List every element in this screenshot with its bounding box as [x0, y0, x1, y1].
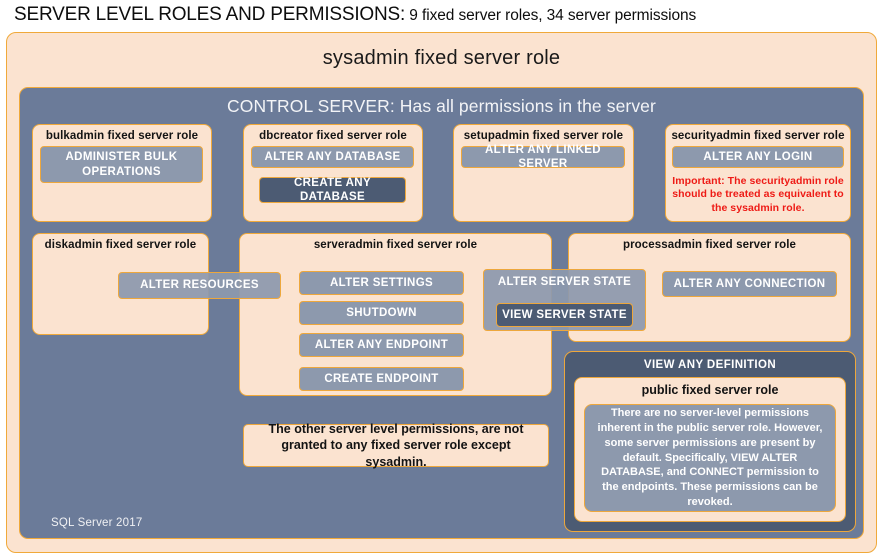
chip-create-endpoint[interactable]: CREATE ENDPOINT [299, 367, 464, 391]
processadmin-role-title: processadmin fixed server role [622, 239, 797, 251]
securityadmin-role-box: securityadmin fixed server role [665, 124, 851, 222]
dbcreator-role-box: dbcreator fixed server role [243, 124, 423, 222]
public-role-description: There are no server-level permissions in… [584, 404, 836, 512]
page-title: SERVER LEVEL ROLES AND PERMISSIONS: 9 fi… [14, 4, 874, 30]
control-server-label: CONTROL SERVER: Has all permissions in t… [227, 96, 656, 116]
chip-alter-any-database[interactable]: ALTER ANY DATABASE [251, 146, 414, 168]
securityadmin-role-title: securityadmin fixed server role [671, 130, 845, 142]
setupadmin-role-title: setupadmin fixed server role [463, 130, 624, 142]
chip-create-any-database[interactable]: CREATE ANY DATABASE [259, 177, 406, 203]
chip-shutdown[interactable]: SHUTDOWN [299, 301, 464, 325]
securityadmin-warning-text: Important: The securityadmin role should… [672, 175, 844, 214]
dbcreator-role-title: dbcreator fixed server role [259, 130, 407, 142]
chip-alter-any-endpoint[interactable]: ALTER ANY ENDPOINT [299, 333, 464, 357]
chip-view-server-state[interactable]: VIEW SERVER STATE [496, 303, 633, 327]
setupadmin-role-box: setupadmin fixed server role [453, 124, 634, 222]
public-role-box: public fixed server role There are no se… [574, 377, 846, 522]
sql-server-version-label: SQL Server 2017 [51, 517, 143, 529]
serveradmin-role-title: serveradmin fixed server role [313, 239, 478, 251]
view-any-definition-box: VIEW ANY DEFINITION public fixed server … [564, 351, 856, 532]
page-title-main: SERVER LEVEL ROLES AND PERMISSIONS: [14, 4, 406, 25]
diskadmin-role-title: diskadmin fixed server role [44, 239, 197, 251]
public-role-label: public fixed server role [641, 383, 779, 397]
chip-alter-any-linked-server[interactable]: ALTER ANY LINKED SERVER [461, 144, 625, 170]
chip-administer-bulk-operations[interactable]: ADMINISTER BULK OPERATIONS [40, 146, 203, 183]
page-title-subtitle: 9 fixed server roles, 34 server permissi… [405, 7, 697, 24]
other-permissions-note: The other server level permissions, are … [243, 422, 549, 469]
chip-alter-any-connection[interactable]: ALTER ANY CONNECTION [662, 271, 837, 297]
chip-alter-resources[interactable]: ALTER RESOURCES [118, 272, 281, 299]
sysadmin-role-label: sysadmin fixed server role [322, 47, 561, 69]
bulkadmin-role-title: bulkadmin fixed server role [45, 130, 199, 142]
chip-alter-any-login[interactable]: ALTER ANY LOGIN [672, 146, 844, 168]
view-any-definition-label: VIEW ANY DEFINITION [643, 359, 777, 371]
chip-alter-settings[interactable]: ALTER SETTINGS [299, 271, 464, 295]
